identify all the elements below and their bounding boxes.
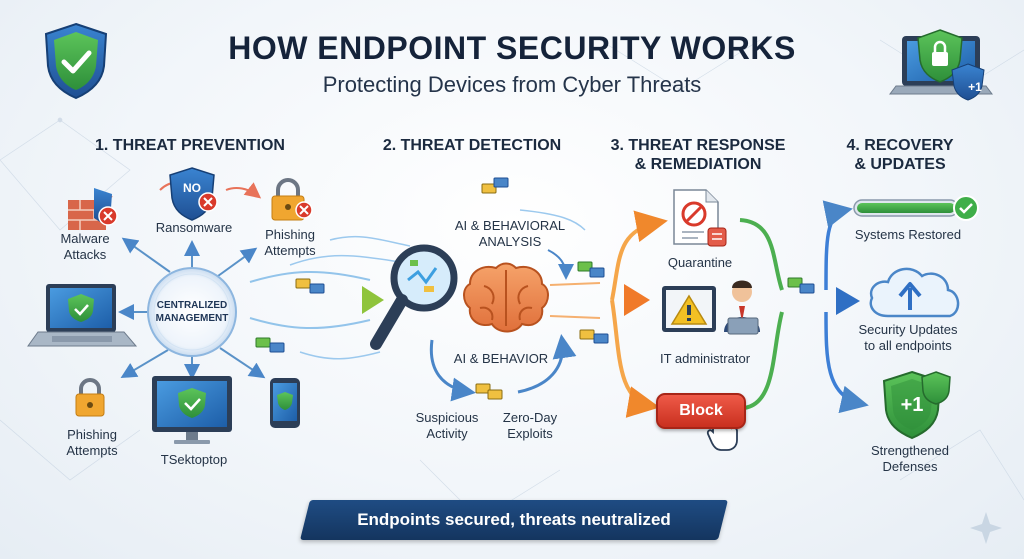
ransomware-label: Ransomware [155, 220, 233, 235]
phishing-bottom-label-1: Phishing [67, 427, 117, 442]
detection-loop-arrows [429, 209, 586, 402]
updates-label-1: Security Updates [858, 322, 958, 337]
phone-endpoint-icon [270, 378, 300, 428]
malware-firewall-icon [68, 188, 118, 230]
centralized-management-hub [147, 267, 237, 357]
quarantine-label: Quarantine [667, 255, 733, 270]
hub-label-2: MANAGEMENT [155, 313, 229, 324]
sparkle-icon [970, 512, 1002, 544]
it-admin-label: IT administrator [659, 351, 751, 366]
page-subtitle: Protecting Devices from Cyber Threats [322, 72, 702, 97]
strengthened-shield-icon [882, 370, 951, 440]
phishing-top-label-1: Phishing [265, 227, 315, 242]
flow-arrow-head [362, 286, 384, 314]
malware-label-2: Attacks [63, 247, 107, 262]
quarantine-document-icon [673, 189, 727, 247]
recovery-branches [822, 200, 869, 414]
ransomware-shield-icon [169, 167, 218, 221]
laptop-endpoint-icon [27, 284, 138, 347]
block-button[interactable]: Block [656, 393, 746, 429]
strengthened-label-1: Strengthened [870, 443, 950, 458]
progress-bar [853, 195, 979, 221]
phishing-lock-icon-bottom [75, 378, 105, 417]
stage-heading-recovery-1: 4. RECOVERY [846, 137, 954, 154]
stage-heading-response-1: 3. THREAT RESPONSE [610, 137, 786, 154]
cloud-update-icon [869, 267, 960, 318]
stage-heading-detection: 2. THREAT DETECTION [382, 137, 562, 154]
strengthened-shield-badge: +1 [900, 394, 924, 416]
hub-connectors [95, 173, 266, 380]
laptop-badge: +1 [968, 80, 982, 94]
brain-icon [463, 262, 549, 333]
data-packets [255, 177, 815, 400]
updates-label-2: to all endpoints [864, 338, 952, 353]
secure-laptop-icon [889, 29, 993, 101]
response-branches [610, 210, 784, 418]
page-title: HOW ENDPOINT SECURITY WORKS [228, 30, 796, 66]
ai-behavior-label: AI & BEHAVIOR [453, 351, 549, 366]
stage-heading-prevention: 1. THREAT PREVENTION [95, 137, 285, 154]
shield-check-icon [44, 22, 108, 100]
strengthened-label-2: Defenses [882, 459, 938, 474]
stage-heading-recovery-2: & UPDATES [854, 156, 946, 173]
no-badge: NO [183, 181, 201, 195]
phishing-top-label-2: Attempts [264, 243, 316, 258]
desktop-endpoint-icon [152, 376, 232, 444]
analysis-label-1: AI & BEHAVIORAL [454, 218, 566, 233]
malware-label-1: Malware [60, 231, 110, 246]
desktop-label: TSektoptop [160, 452, 228, 467]
restored-label: Systems Restored [854, 227, 962, 242]
hub-label-1: CENTRALIZED [156, 300, 228, 311]
zeroday-label-1: Zero-Day [502, 410, 558, 425]
suspicious-label-1: Suspicious [415, 410, 479, 425]
zeroday-label-2: Exploits [507, 426, 553, 441]
stage-heading-response-2: & REMEDIATION [634, 156, 762, 173]
phishing-lock-icon [271, 178, 313, 221]
magnifier-icon [370, 244, 458, 350]
summary-banner-text: Endpoints secured, threats neutralized [357, 510, 671, 529]
suspicious-label-2: Activity [426, 426, 468, 441]
it-administrator-icon [662, 280, 760, 335]
phishing-bottom-label-2: Attempts [66, 443, 118, 458]
analysis-label-2: ANALYSIS [478, 234, 542, 249]
